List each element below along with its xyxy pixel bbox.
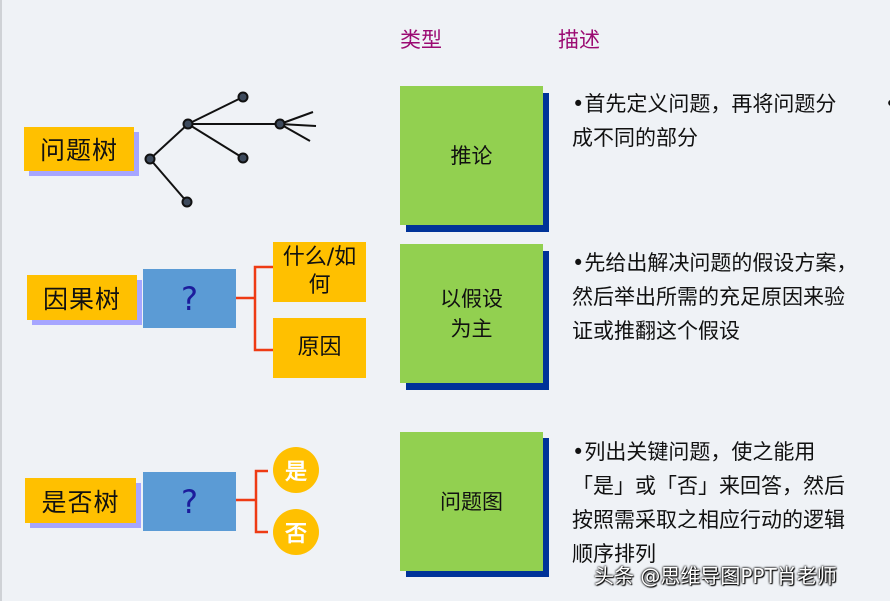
clipped-text: • [885,87,890,121]
header-type: 类型 [400,28,442,52]
description-inference: •首先定义问题，再将问题分成不同的部分 [572,92,837,150]
type-box-hypothesis: 以假设为主 [400,244,543,383]
type-label-hypothesis: 以假设为主 [440,286,503,341]
question-box: ? [143,472,236,531]
yesno-tree-label: 是否树 [25,478,136,523]
question-box: ? [143,269,236,328]
option-yes: 是 [273,447,319,493]
option-reason: 原因 [273,318,366,378]
problem-tree-label: 问题树 [24,127,134,171]
option-no: 否 [273,509,319,555]
yesno-tree-connector [236,469,268,534]
type-box-issue-map: 问题图 [400,432,543,571]
cause-tree-connector [236,265,274,352]
option-what-how: 什么/如何 [273,242,366,302]
description-hypothesis: •先给出解决问题的假设方案，然后举出所需的充足原因来验证或推翻这个假设 [572,251,858,343]
left-edge-divider [0,0,2,601]
description-issue-map: •列出关键问题，使之能用「是」或「否」来回答，然后按照需采取之相应行动的逻辑顺序… [572,440,845,566]
problem-tree-icon [144,91,317,208]
watermark: 头条 @思维导图PPT肖老师 [594,564,837,588]
type-box-inference: 推论 [400,86,543,225]
cause-tree-label: 因果树 [27,275,137,320]
header-description: 描述 [558,28,600,52]
